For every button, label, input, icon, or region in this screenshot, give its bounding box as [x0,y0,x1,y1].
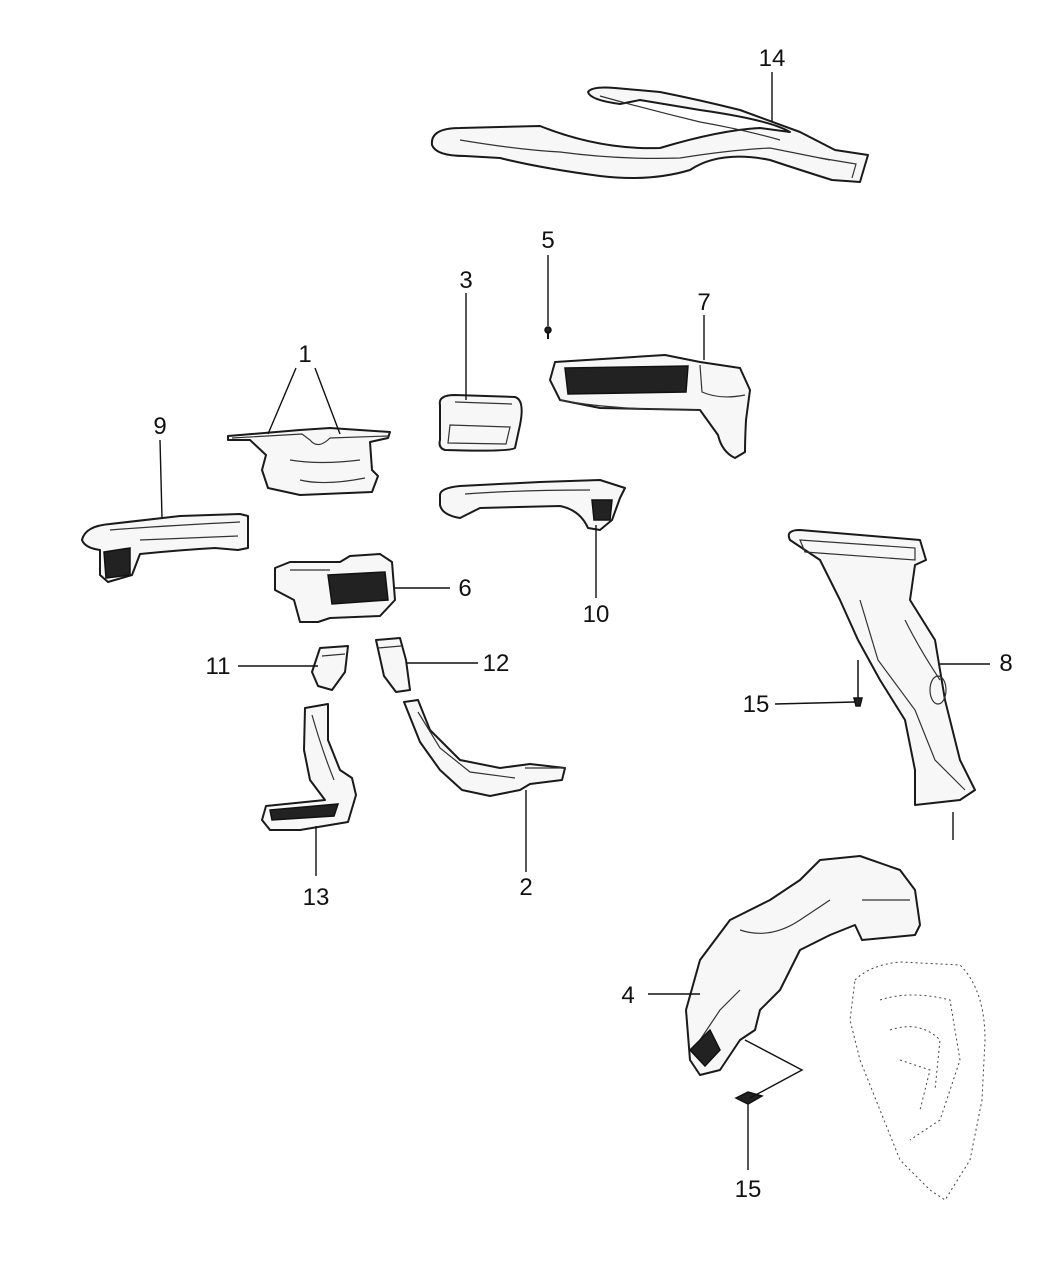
callout-13: 13 [303,884,330,911]
callout-10: 10 [583,601,610,628]
callout-labels: 14 5 3 7 1 9 6 10 11 12 13 2 8 15 4 15 [153,45,1012,1203]
callout-6: 6 [458,575,471,602]
part-1-center-duct [227,427,391,496]
part-6-lower-housing [274,553,396,623]
callout-9: 9 [153,413,166,440]
part-3-vent-bezel [438,394,523,452]
part-10-right-duct [439,479,626,531]
part-13-floor-duct [261,703,357,831]
callout-2: 2 [519,874,532,901]
part-5-fastener [544,326,552,339]
background-assembly [849,961,986,1201]
callout-5: 5 [541,227,554,254]
callout-7: 7 [697,289,710,316]
callout-8: 8 [999,650,1012,677]
callout-11: 11 [206,653,231,680]
part-12-adapter [375,637,411,693]
callout-15-upper: 15 [743,691,770,718]
part-9-left-duct [81,513,249,583]
part-4-lower-duct [685,855,921,1076]
part-11-adapter [311,645,349,691]
callout-4: 4 [621,982,634,1009]
leader-lines [159,72,990,1170]
part-15-screw-upper [853,660,863,707]
callout-15-lower: 15 [735,1176,762,1203]
callout-12: 12 [483,650,510,677]
callout-1: 1 [298,341,311,368]
part-14-duct [430,86,869,183]
part-8-vertical-duct [787,529,976,806]
callout-3: 3 [459,267,472,294]
part-2-floor-duct [403,699,566,797]
part-7-vent-duct [549,354,751,459]
callout-14: 14 [759,45,786,72]
